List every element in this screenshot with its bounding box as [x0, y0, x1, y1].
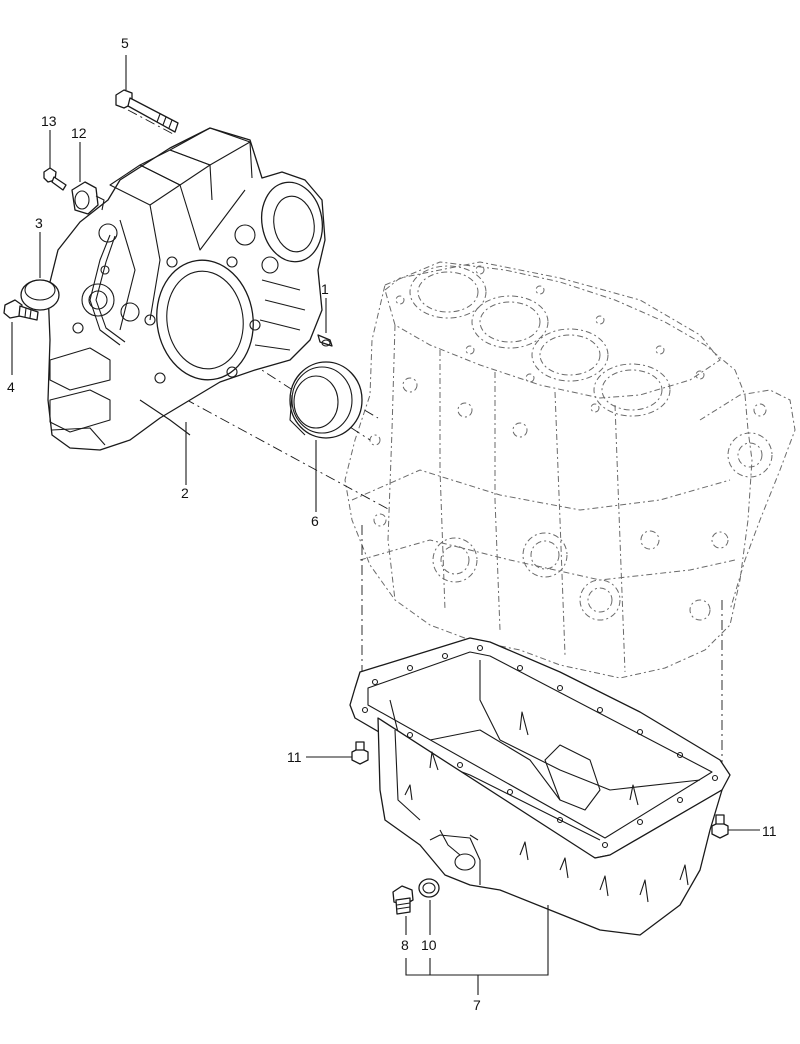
- engine-block-phantom: [344, 261, 796, 679]
- callout-1: 1: [321, 281, 329, 297]
- sealing-plug: [20, 279, 60, 311]
- callout-11-left: 11: [287, 749, 302, 765]
- pan-bolt-right: [711, 814, 729, 839]
- bolt-short: [3, 299, 39, 321]
- callout-5: 5: [121, 35, 129, 51]
- bolt-long: [115, 89, 179, 133]
- callout-labels: 5 13 12 3 4 1 2 6 11 11 8 10 7: [7, 35, 777, 1013]
- callout-7: 7: [473, 997, 481, 1013]
- callout-11-right: 11: [762, 823, 777, 839]
- callout-6: 6: [311, 513, 319, 529]
- callout-8: 8: [401, 937, 409, 953]
- callout-10: 10: [421, 937, 437, 953]
- speed-sensor: [71, 181, 105, 215]
- drain-plug: [392, 885, 414, 915]
- sealing-washer: [418, 878, 440, 898]
- callout-2: 2: [181, 485, 189, 501]
- flywheel-housing: [47, 127, 326, 451]
- callout-12: 12: [71, 125, 87, 141]
- callout-3: 3: [35, 215, 43, 231]
- leader-lines: [11, 55, 760, 995]
- dowel-pin: [317, 334, 333, 347]
- oil-pan: [349, 637, 731, 936]
- pan-bolt-left: [351, 741, 369, 765]
- callout-13: 13: [41, 113, 57, 129]
- rear-crankshaft-seal: [289, 361, 363, 439]
- sensor-screw: [43, 167, 67, 191]
- callout-4: 4: [7, 379, 15, 395]
